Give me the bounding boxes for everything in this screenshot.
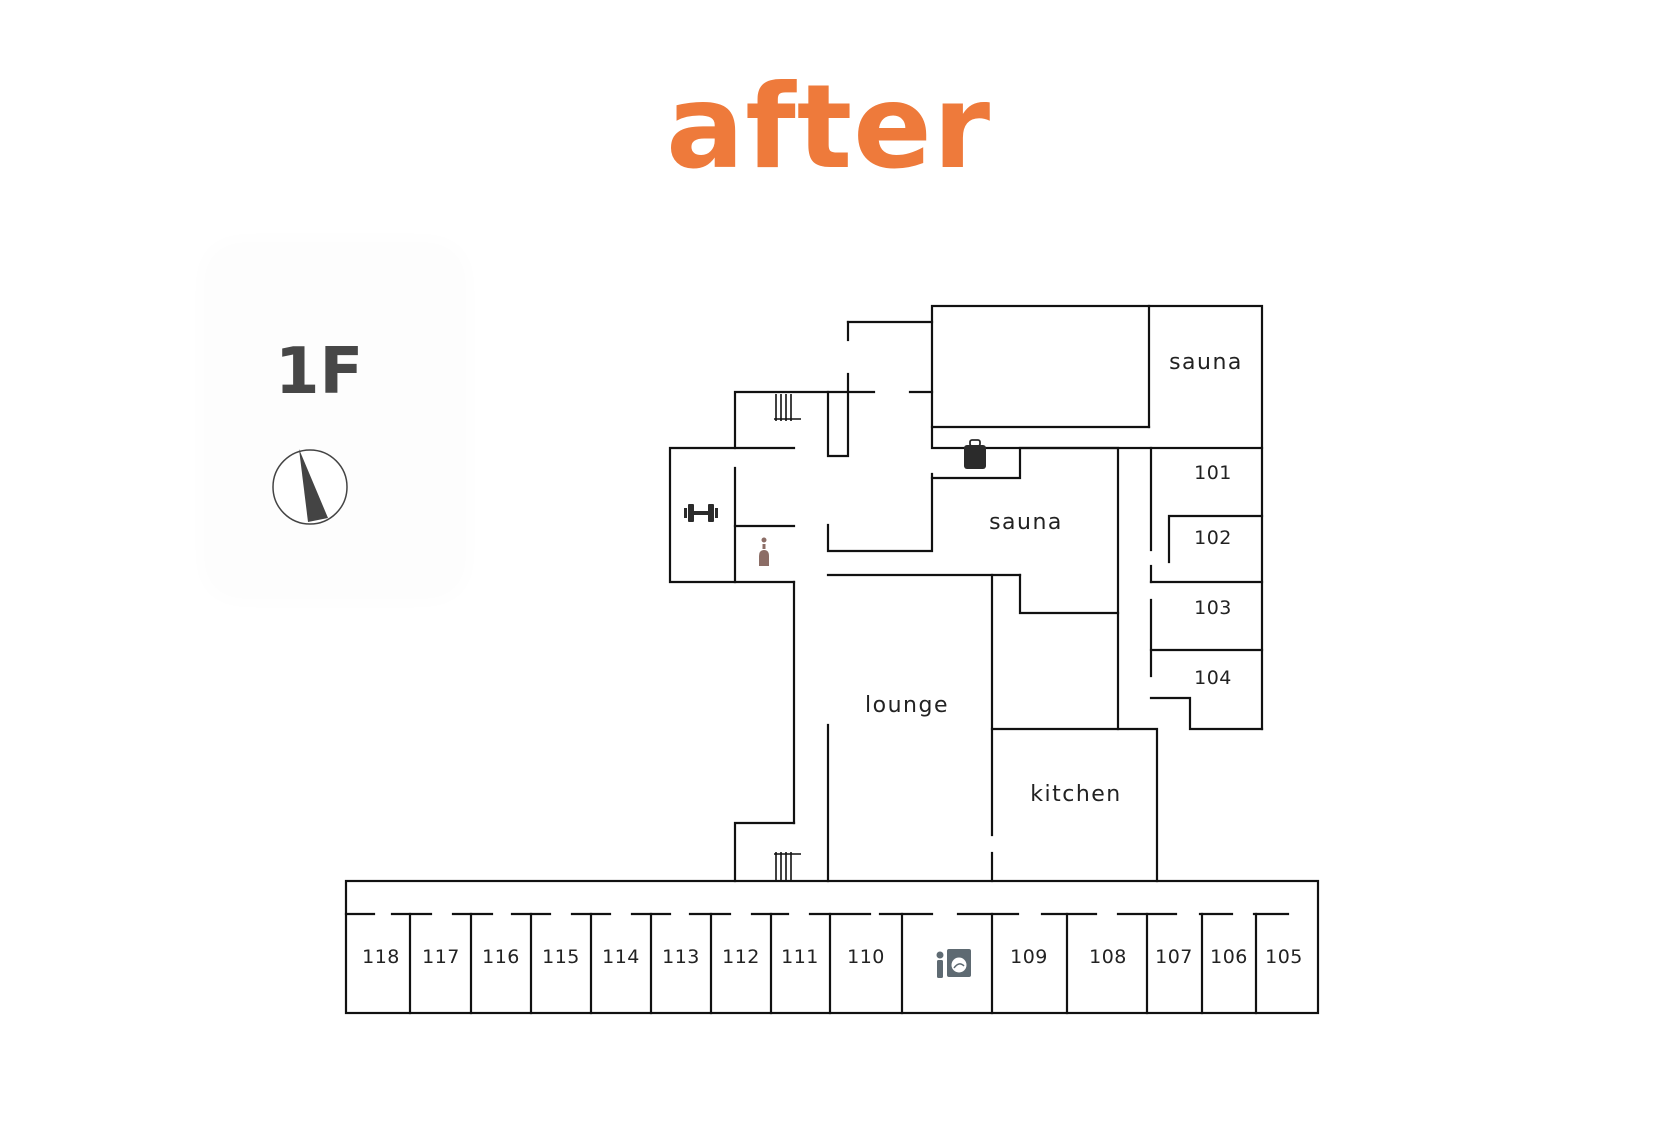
room-number-116: 116 xyxy=(482,946,520,968)
room-number-111: 111 xyxy=(781,946,819,968)
room-number-114: 114 xyxy=(602,946,640,968)
page-title: after xyxy=(665,60,992,195)
room-number-112: 112 xyxy=(722,946,760,968)
wall-room-104 xyxy=(1149,696,1264,731)
wall-room-101-102 xyxy=(1167,514,1264,564)
wall-southwest-notch xyxy=(733,821,796,883)
room-number-101: 101 xyxy=(1194,462,1232,484)
wall-sauna-middle-bottom xyxy=(1018,573,1120,615)
label-sauna-middle: sauna xyxy=(989,510,1063,535)
room-dividers xyxy=(408,912,1258,1015)
stairs-icon xyxy=(774,852,801,880)
room-number-107: 107 xyxy=(1155,946,1193,968)
floor-label: 1F xyxy=(275,335,364,409)
wall-stair-block-north xyxy=(733,390,850,458)
wall-sauna-middle xyxy=(930,446,1120,731)
room-number-117: 117 xyxy=(422,946,460,968)
label-lounge: lounge xyxy=(865,693,949,718)
room-number-105: 105 xyxy=(1265,946,1303,968)
room-number-106: 106 xyxy=(1210,946,1248,968)
room-number-113: 113 xyxy=(662,946,700,968)
room-number-103: 103 xyxy=(1194,597,1232,619)
room-number-118: 118 xyxy=(362,946,400,968)
wall-kitchen xyxy=(990,727,1159,883)
wall-corridor-north xyxy=(826,472,934,553)
laundry-icon xyxy=(936,949,971,978)
wall-gym-block xyxy=(668,446,796,584)
luggage-icon xyxy=(964,439,986,469)
restroom-icon xyxy=(759,537,769,566)
room-number-115: 115 xyxy=(542,946,580,968)
dumbbell-icon xyxy=(684,504,718,522)
room-number-109: 109 xyxy=(1010,946,1048,968)
label-sauna-top: sauna xyxy=(1169,350,1243,375)
label-kitchen: kitchen xyxy=(1030,782,1122,807)
wall-south-wing xyxy=(344,879,1320,1015)
room-number-110: 110 xyxy=(847,946,885,968)
floor-info-card xyxy=(210,248,460,593)
compass-icon xyxy=(272,449,348,525)
room-number-104: 104 xyxy=(1194,667,1232,689)
room-number-102: 102 xyxy=(1194,527,1232,549)
stairs-icon xyxy=(774,394,801,421)
floor-plan-walls xyxy=(344,304,1320,1015)
room-number-108: 108 xyxy=(1089,946,1127,968)
